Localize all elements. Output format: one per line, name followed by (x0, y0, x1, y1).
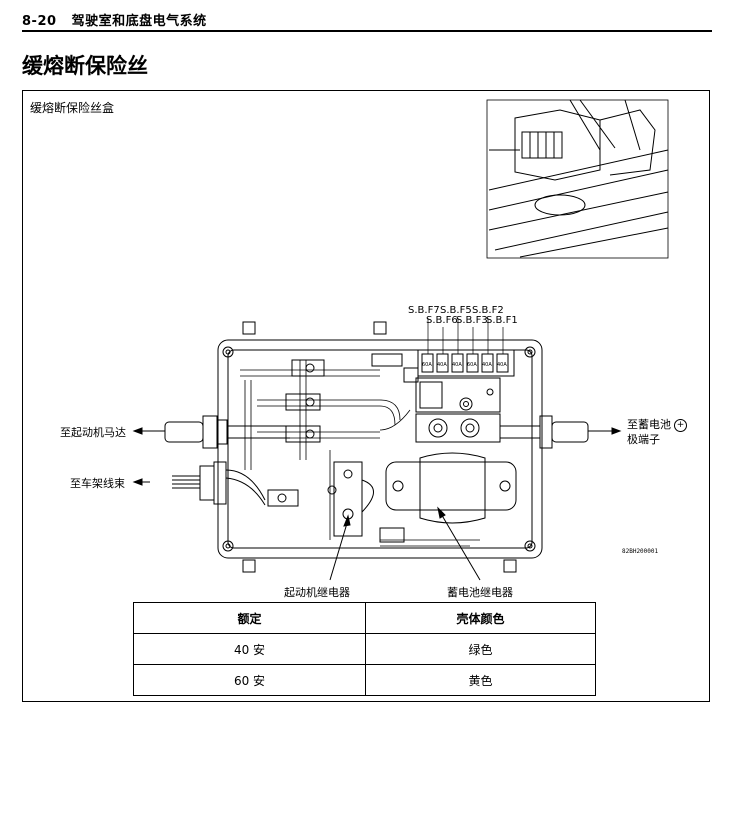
fuse-rating-1: 60A (422, 362, 432, 368)
plus-terminal-icon: + (674, 418, 687, 432)
table-cell-color: 绿色 (365, 633, 596, 665)
fuse-rating-4: 60A (467, 362, 477, 368)
table-header-row: 额定 壳体颜色 (133, 602, 596, 634)
table-cell-rating: 40 安 (133, 633, 366, 665)
main-box-frame (217, 321, 543, 573)
battery-terminal-cable (500, 415, 602, 449)
fuse-rating-table: 额定 壳体颜色 40 安 绿色 60 安 黄色 (133, 602, 596, 696)
table-header-case-color: 壳体颜色 (365, 602, 596, 634)
label-to-battery-line1: 至蓄电池+ (627, 416, 687, 432)
fuse-label-sbf7: S.B.F7 (408, 305, 440, 316)
table-header-rating: 额定 (133, 602, 366, 634)
chapter-title: 驾驶室和底盘电气系统 (71, 14, 207, 29)
fuse-leader-lines (427, 318, 504, 354)
label-starter-relay: 起动机继电器 (284, 586, 350, 599)
fuse-block (415, 349, 515, 443)
location-inset-drawing (486, 99, 669, 259)
section-title: 缓熔断保险丝 (22, 54, 148, 78)
battery-relay (385, 452, 517, 524)
table-row: 40 安 绿色 (133, 633, 596, 665)
fuse-label-sbf6: S.B.F6 (426, 315, 458, 326)
fuse-label-sbf2: S.B.F2 (472, 305, 504, 316)
page-number: 8-20 (22, 14, 57, 29)
fuse-label-sbf5: S.B.F5 (440, 305, 472, 316)
callout-arrows (132, 427, 622, 581)
table-row: 60 安 黄色 (133, 664, 596, 696)
figure-frame (22, 90, 710, 702)
label-to-battery-line2: 极端子 (627, 433, 660, 446)
fuse-rating-3: 40A (452, 362, 462, 368)
figure-box-title: 缓熔断保险丝盒 (30, 101, 115, 115)
label-to-battery-text: 至蓄电池 (627, 418, 671, 431)
figure-ref-code: 82BH200001 (622, 548, 659, 555)
fuse-rating-6: 40A (497, 362, 507, 368)
table-cell-color: 黄色 (365, 664, 596, 696)
page-header: 8-20 驾驶室和底盘电气系统 (22, 10, 207, 29)
wire-connectors (267, 353, 419, 543)
label-to-frame-harness: 至车架线束 (70, 477, 125, 490)
label-to-starter-motor: 至起动机马达 (60, 426, 126, 439)
header-rule (22, 30, 712, 32)
fuse-label-sbf1: S.B.F1 (486, 315, 518, 326)
fuse-rating-5: 40A (482, 362, 492, 368)
fuse-label-sbf3: S.B.F3 (456, 315, 488, 326)
fuse-rating-2: 40A (437, 362, 447, 368)
starter-relay (327, 461, 374, 537)
label-battery-relay: 蓄电池继电器 (447, 586, 513, 599)
table-cell-rating: 60 安 (133, 664, 366, 696)
frame-harness-cable (172, 461, 266, 506)
